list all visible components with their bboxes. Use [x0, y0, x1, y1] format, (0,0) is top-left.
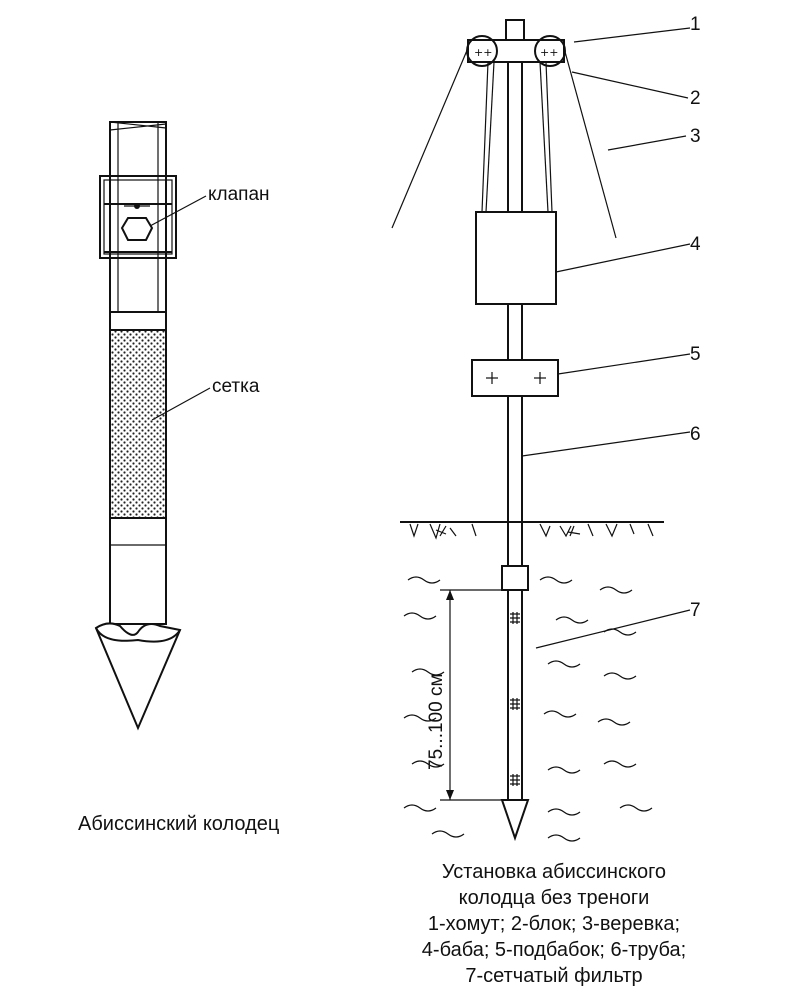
svg-text:++: ++ — [474, 46, 492, 59]
callout-3-rope: 3 — [690, 126, 701, 147]
well-point-drawing — [94, 121, 211, 731]
mesh-section — [109, 329, 167, 519]
driving-weight — [475, 211, 557, 305]
caption-line: колодца без треноги — [459, 887, 650, 909]
callout-1-clamp: 1 — [690, 14, 701, 35]
left-caption: Абиссинский колодец — [78, 813, 279, 835]
valve-label: клапан — [208, 184, 270, 205]
callout-6-pipe: 6 — [690, 424, 701, 445]
svg-text:++: ++ — [540, 46, 558, 59]
callout-5-anvil: 5 — [690, 344, 701, 365]
water-layer — [403, 576, 653, 842]
right-caption: Установка абиссинского колодца без трено… — [422, 861, 686, 987]
caption-line: 1-хомут; 2-блок; 3-веревка; — [428, 913, 680, 935]
caption-line: 4-баба; 5-подбабок; 6-труба; — [422, 939, 686, 961]
drive-point-tip — [94, 622, 182, 731]
installation-drawing: ++ ++ — [391, 19, 691, 842]
ground-surface — [400, 521, 664, 540]
depth-dimension — [440, 589, 506, 801]
mesh-label: сетка — [212, 376, 260, 397]
mesh-filter — [507, 590, 523, 800]
callout-2-pulley: 2 — [690, 88, 701, 109]
depth-dimension-label: 75...100 см — [426, 673, 447, 770]
anvil-clamp — [471, 359, 559, 397]
clamp: ++ ++ — [466, 35, 566, 67]
valve-ball — [120, 203, 154, 241]
caption-line: 7-сетчатый фильтр — [465, 965, 642, 987]
callout-7-filter: 7 — [690, 600, 701, 621]
callout-4-weight: 4 — [690, 234, 701, 255]
caption-line: Установка абиссинского — [442, 861, 666, 883]
ropes — [391, 47, 617, 239]
